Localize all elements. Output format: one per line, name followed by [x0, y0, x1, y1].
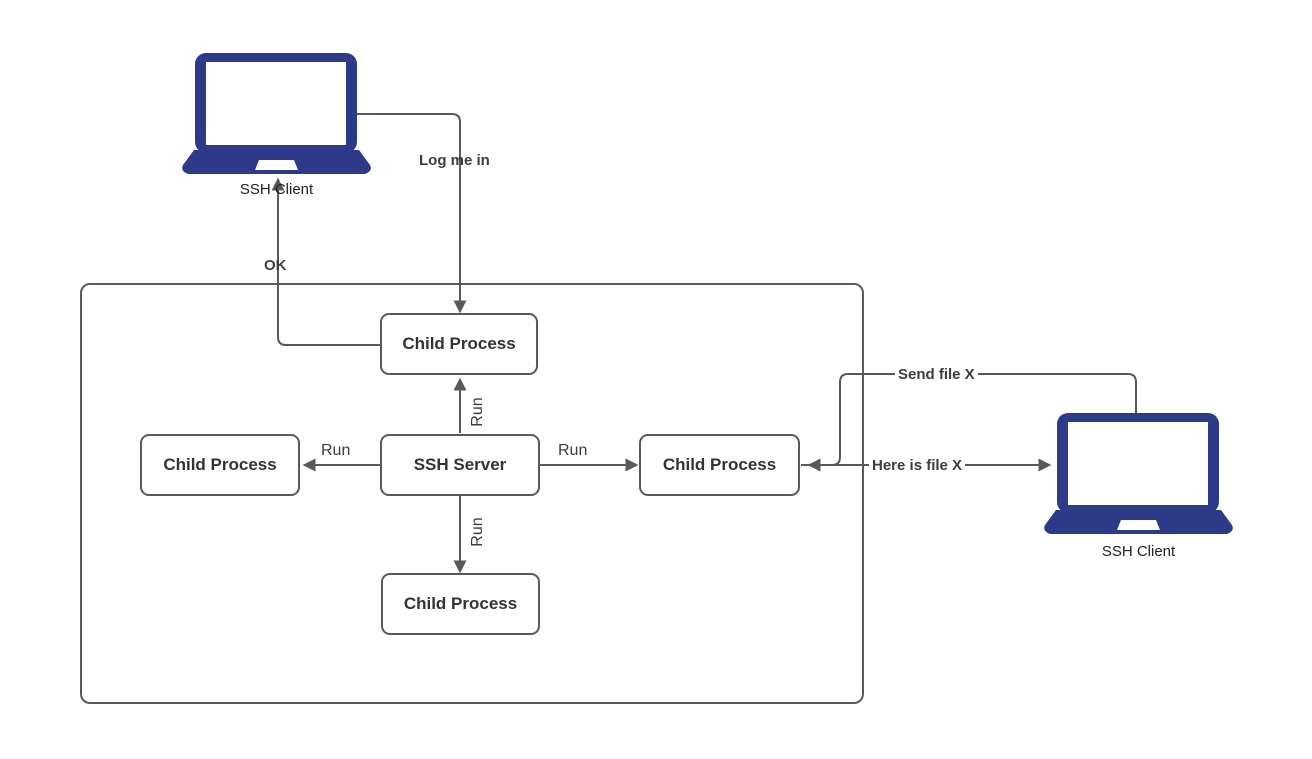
edge-label-log-me-in: Log me in [419, 152, 490, 169]
node-ssh-server: SSH Server [380, 434, 540, 496]
node-label: Child Process [662, 455, 777, 474]
server-host-boundary-box [80, 283, 864, 704]
edge-label-run-down: Run [469, 517, 486, 547]
client-top-label: SSH Client [239, 181, 314, 198]
edge-label-run-right: Run [558, 442, 588, 459]
edge-label-here-is-file-x: Here is file X [869, 457, 966, 474]
client-right-label: SSH Client [1101, 543, 1176, 560]
node-child-process-top: Child Process [380, 313, 538, 375]
node-child-process-right: Child Process [639, 434, 800, 496]
edge-label-run-left: Run [321, 442, 351, 459]
edge-log-me-in [357, 113, 467, 314]
edge-label-run-up: Run [469, 397, 486, 427]
edge-ok [271, 177, 380, 346]
laptop-icon [1042, 413, 1235, 543]
node-label: Child Process [403, 594, 518, 613]
edge-send-file-x [807, 373, 1137, 472]
node-label: Child Process [163, 455, 277, 474]
edge-label-send-file-x: Send file X [895, 366, 978, 383]
laptop-icon [180, 53, 373, 183]
edge-label-ok: OK [264, 257, 287, 274]
node-child-process-left: Child Process [140, 434, 300, 496]
node-child-process-bottom: Child Process [381, 573, 540, 635]
node-label: SSH Server [413, 455, 507, 474]
node-label: Child Process [402, 334, 516, 353]
